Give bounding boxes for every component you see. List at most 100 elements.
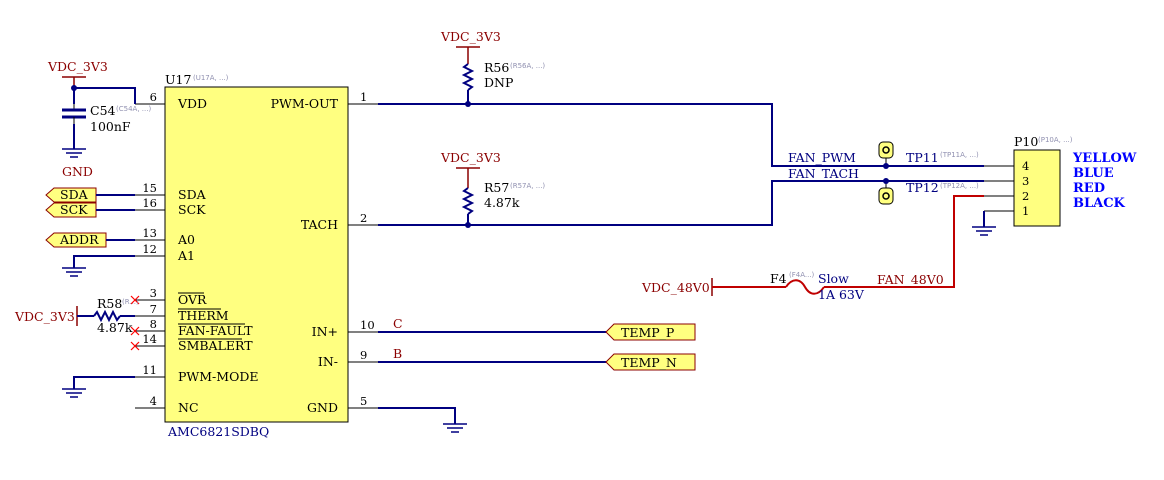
f4-type: Slow [818, 271, 849, 286]
no-connect-icon [130, 295, 140, 351]
u17-pin-name: PWM-MODE [178, 369, 258, 384]
port-addr[interactable]: ADDR [45, 232, 107, 248]
p10-pin-num: 1 [1022, 204, 1029, 218]
tp11-sub: (TP11A, ...) [940, 151, 979, 159]
ground-icon [62, 267, 86, 277]
c54-sub: (C54A, ...) [116, 105, 151, 113]
left-port-wires [96, 194, 135, 241]
wire-color-label: RED [1073, 181, 1105, 196]
r58-sub: (R...) [122, 298, 139, 306]
power-label-vdc3v3: VDC_3V3 [47, 59, 108, 74]
ground-icon [443, 423, 467, 433]
port-addr-label: ADDR [59, 232, 99, 247]
p10-pin-lines [984, 165, 1014, 212]
power-label-vdc3v3-r58: VDC_3V3 [14, 309, 75, 324]
u17-right-pin-lines [348, 103, 378, 409]
r57-symbol[interactable] [461, 187, 475, 215]
ground-icon [62, 148, 86, 158]
port-sck[interactable]: SCK [45, 202, 97, 218]
p10-body[interactable] [1013, 149, 1061, 227]
junction-dot [465, 101, 471, 107]
r58-ref: R58 [97, 296, 122, 311]
u17-pin-name: GND [307, 400, 338, 415]
r56-sub: (R56A, ...) [510, 62, 545, 70]
junction-dot [465, 222, 471, 228]
r57-value: 4.87k [484, 195, 520, 210]
u17-pin-num: 10 [360, 318, 375, 332]
u17-body[interactable] [164, 86, 349, 423]
r58-symbol[interactable] [93, 309, 121, 323]
u17-pin-num: 15 [142, 181, 157, 195]
u17-pin-name: NC [178, 400, 199, 415]
power-label-vdc48v0: VDC_48V0 [641, 280, 710, 295]
u17-pin-num: 11 [142, 363, 157, 377]
u17-pin-num: 9 [360, 348, 367, 362]
net-label-b: B [393, 346, 402, 361]
p10-pin-num: 3 [1022, 174, 1029, 188]
u17-pin-name: IN+ [312, 324, 338, 339]
f4-sub: (F4A...) [789, 271, 815, 279]
net-fan-tach-wire [378, 180, 886, 226]
p10-sub: (P10A, ...) [1038, 136, 1073, 144]
f4-fuse-icon[interactable] [785, 279, 825, 295]
u17-pin-num: 5 [360, 394, 367, 408]
port-temp-p[interactable]: TEMP_P [605, 323, 696, 341]
f4-rating: 1A 63V [818, 287, 865, 302]
power-label-vdc3v3-r56: VDC_3V3 [440, 29, 501, 44]
u17-pin-name: FAN-FAULT [178, 323, 253, 338]
r57-ref: R57 [484, 180, 509, 195]
u17-pin-num: 14 [142, 332, 157, 346]
port-sda-label: SDA [60, 187, 89, 202]
u17-left-pin-lines [135, 103, 165, 409]
net-label-fan-48v0: FAN_48V0 [877, 272, 944, 287]
u17-pin-name: IN- [318, 354, 338, 369]
tp12-icon[interactable] [878, 181, 894, 205]
p10-pin-num: 2 [1022, 189, 1029, 203]
c54-symbol[interactable] [62, 104, 86, 124]
u17-pin-num: 12 [142, 242, 157, 256]
r56-symbol[interactable] [461, 63, 475, 91]
u17-pin-num: 1 [360, 90, 367, 104]
u17-ref: U17 [165, 72, 191, 87]
u17-pin-num: 8 [150, 317, 157, 331]
tp12-ref: TP12 [906, 180, 939, 195]
p10-ref: P10 [1014, 134, 1038, 149]
r56-value: DNP [484, 75, 513, 90]
power-label-vdc3v3-r57: VDC_3V3 [440, 150, 501, 165]
port-temp-n[interactable]: TEMP_N [605, 353, 696, 371]
r56-ref: R56 [484, 60, 509, 75]
tp11-ref: TP11 [906, 150, 939, 165]
u17-sub: (U17A, ...) [193, 74, 229, 82]
u17-pin-name: THERM [178, 308, 229, 323]
u17-part: AMC6821SDBQ [167, 424, 269, 439]
u17-pin-num: 4 [150, 394, 157, 408]
c54-value: 100nF [90, 119, 131, 134]
gnd-label: GND [62, 164, 93, 179]
port-sda[interactable]: SDA [45, 187, 97, 203]
u17-pin-name: PWM-OUT [271, 96, 339, 111]
ground-icon [972, 226, 996, 236]
port-sck-label: SCK [60, 202, 88, 217]
r58-value: 4.87k [97, 320, 133, 335]
active-low-overbars [178, 292, 245, 340]
tp12-sub: (TP12A, ...) [940, 182, 979, 190]
ground-icon [62, 388, 86, 398]
port-temp-p-label: TEMP_P [621, 325, 674, 340]
u17-pin-num: 6 [150, 90, 157, 104]
u17-pin-name: A0 [177, 232, 195, 247]
a1-gnd-wire [73, 255, 135, 268]
net-label-fan-tach: FAN_TACH [788, 166, 859, 181]
u17-pin-name: OVR [178, 292, 207, 307]
wire-color-label: BLUE [1073, 166, 1114, 181]
u17-pin-name: SMBALERT [178, 338, 253, 353]
u17-gnd-wire [378, 407, 456, 424]
tp11-icon[interactable] [878, 141, 894, 166]
power-bar-vdc3v3 [456, 167, 480, 188]
port-temp-n-label: TEMP_N [621, 355, 677, 370]
u17-pin-name: TACH [301, 217, 338, 232]
wire-color-label: YELLOW [1072, 151, 1137, 166]
u17-pin-num: 7 [150, 302, 157, 316]
r57-sub: (R57A, ...) [510, 182, 545, 190]
u17-pin-num: 16 [142, 196, 157, 210]
